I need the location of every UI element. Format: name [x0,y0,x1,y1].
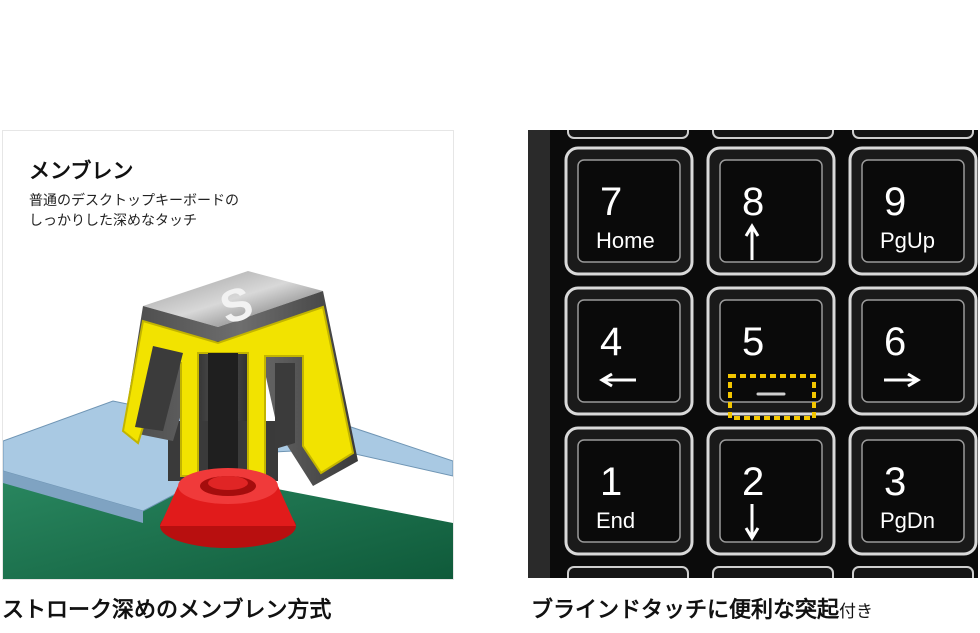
left-arrow-icon [599,372,636,388]
key-7-digit: 7 [600,180,622,224]
membrane-cross-section-illustration: S [3,271,453,579]
partial-key-bottom-2 [712,566,834,578]
key-7-label: Home [596,228,655,253]
key-9-face [861,159,965,263]
tactile-bump-caption-main: ブラインドタッチに便利な突起 [531,598,840,623]
description-line-2: しっかりした深めなタッチ [29,213,197,229]
key-1-face [577,439,681,543]
right-arrow-icon [884,372,921,388]
key-1-digit: 1 [600,460,622,504]
key-3-face [861,439,965,543]
key-4-digit: 4 [600,320,622,364]
key-3-digit: 3 [884,460,906,504]
key-6-face [861,299,965,403]
key-4-face [577,299,681,403]
keycap-top [143,271,323,327]
partial-key-top-2 [712,130,834,139]
key-1-label: End [596,508,635,533]
key-2-face [719,439,823,543]
down-arrow-icon [744,504,760,541]
partial-key-bottom-1 [567,566,689,578]
key-2-digit: 2 [742,460,764,504]
tactile-bump-caption-suffix: 付き [839,602,874,622]
membrane-caption: ストローク深めのメンブレン方式 [2,598,332,623]
tactile-bump-caption: ブラインドタッチに便利な突起付き [531,592,873,624]
key-5-digit: 5 [742,320,764,364]
key-8-digit: 8 [742,180,764,224]
partial-key-top-1 [567,130,689,139]
membrane-description: 普通のデスクトップキーボードの しっかりした深めなタッチ [29,191,359,231]
description-line-1: 普通のデスクトップキーボードの [29,193,239,209]
key-3-label: PgDn [880,508,935,533]
membrane-illustration-panel: メンブレン 普通のデスクトップキーボードの しっかりした深めなタッチ [2,130,454,580]
membrane-heading: メンブレン [29,159,134,183]
partial-key-top-3 [852,130,974,139]
key-9-label: PgUp [880,228,935,253]
key-8-face [719,159,823,263]
key-7-face [577,159,681,263]
keypad-edge [528,130,550,578]
tactile-bump-highlight-box [728,374,816,420]
key-9-digit: 9 [884,180,906,224]
key-6-digit: 6 [884,320,906,364]
partial-key-bottom-3 [852,566,974,578]
key-5-face [719,299,823,403]
up-arrow-icon [744,223,760,260]
